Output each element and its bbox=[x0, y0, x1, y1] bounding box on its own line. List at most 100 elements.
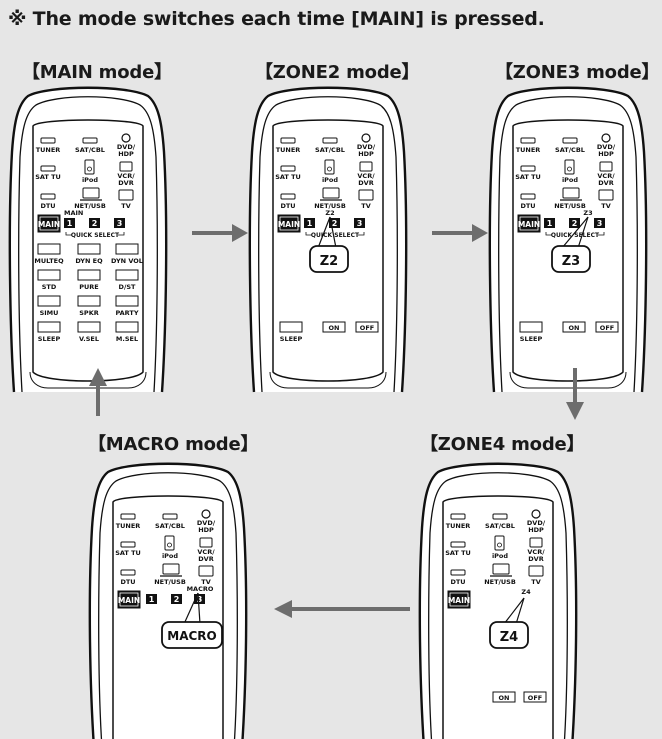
ipod-label: iPod bbox=[82, 176, 98, 184]
main-button-label: MAIN bbox=[448, 596, 470, 605]
sattu-label: SAT TU bbox=[445, 549, 471, 557]
netusb-label: NET/USB bbox=[74, 202, 106, 210]
macro-callout: MACRO bbox=[167, 629, 216, 643]
tuner-label: TUNER bbox=[276, 146, 301, 154]
dvd-label-2: HDP bbox=[528, 526, 544, 534]
quick-2: 2 bbox=[332, 219, 338, 228]
netusb-label: NET/USB bbox=[154, 578, 186, 586]
vcr-label-2: DVR bbox=[358, 179, 373, 187]
ipod-label: iPod bbox=[162, 552, 178, 560]
dvd-label-2: HDP bbox=[118, 150, 134, 158]
tuner-label: TUNER bbox=[446, 522, 471, 530]
on-label: ON bbox=[499, 694, 510, 702]
off-label: OFF bbox=[600, 324, 614, 332]
tuner-label: TUNER bbox=[116, 522, 141, 530]
quick-1: 1 bbox=[547, 219, 553, 228]
z2-callout: Z2 bbox=[320, 254, 338, 269]
remote-main-mode: TUNER SAT/CBL DVD/ HDP SAT TU iPod VCR/ … bbox=[8, 86, 168, 393]
quick-3: 3 bbox=[117, 219, 123, 228]
z2-indicator: Z2 bbox=[325, 209, 334, 217]
sattu-label: SAT TU bbox=[515, 173, 541, 181]
macro-1: 1 bbox=[149, 595, 155, 604]
quick-select-label: QUICK SELECT bbox=[551, 232, 600, 239]
std-label: STD bbox=[42, 283, 57, 291]
tv-label: TV bbox=[121, 202, 130, 210]
arrow-right-to-zone2 bbox=[192, 224, 248, 242]
msel-label: M.SEL bbox=[116, 335, 138, 343]
dvd-label-1: DVD/ bbox=[357, 143, 376, 151]
main-indicator: MAIN bbox=[64, 209, 83, 217]
tuner-label: TUNER bbox=[36, 146, 61, 154]
macro-2: 2 bbox=[174, 595, 180, 604]
instruction-header: ※ The mode switches each time [MAIN] is … bbox=[8, 8, 545, 30]
vcr-label-2: DVR bbox=[118, 179, 133, 187]
zone2-mode-label: 【ZONE2 mode】 bbox=[255, 62, 420, 83]
quick-2: 2 bbox=[92, 219, 98, 228]
vcr-label-2: DVR bbox=[198, 555, 213, 563]
off-label: OFF bbox=[360, 324, 374, 332]
quick-select-label: QUICK SELECT bbox=[71, 232, 120, 239]
macro-3: 3 bbox=[197, 595, 203, 604]
vcr-label-2: DVR bbox=[598, 179, 613, 187]
dtu-label: DTU bbox=[280, 202, 295, 210]
main-mode-label: 【MAIN mode】 bbox=[22, 62, 172, 83]
tv-label: TV bbox=[201, 578, 210, 586]
satcbl-label: SAT/CBL bbox=[485, 522, 515, 530]
ipod-label: iPod bbox=[562, 176, 578, 184]
satcbl-label: SAT/CBL bbox=[75, 146, 105, 154]
zone3-mode-label: 【ZONE3 mode】 bbox=[495, 62, 660, 83]
netusb-label: NET/USB bbox=[554, 202, 586, 210]
party-label: PARTY bbox=[115, 309, 138, 317]
dtu-label: DTU bbox=[40, 202, 55, 210]
z3-indicator: Z3 bbox=[583, 209, 592, 217]
satcbl-label: SAT/CBL bbox=[315, 146, 345, 154]
vcr-label-1: VCR/ bbox=[197, 548, 215, 556]
main-button-label: MAIN bbox=[518, 220, 540, 229]
satcbl-label: SAT/CBL bbox=[555, 146, 585, 154]
multeq-label: MULTEQ bbox=[34, 257, 64, 265]
sleep-label: SLEEP bbox=[520, 335, 543, 343]
main-button-label: MAIN bbox=[118, 596, 140, 605]
tuner-label: TUNER bbox=[516, 146, 541, 154]
vcr-label-1: VCR/ bbox=[117, 172, 135, 180]
quick-2: 2 bbox=[572, 219, 578, 228]
z4-indicator: Z4 bbox=[521, 588, 531, 596]
macro-mode-label: 【MACRO mode】 bbox=[88, 434, 259, 455]
on-label: ON bbox=[569, 324, 580, 332]
z3-callout: Z3 bbox=[562, 254, 580, 269]
remote-zone3-mode: TUNER SAT/CBL DVD/ HDP SAT TU iPod VCR/ … bbox=[488, 86, 648, 393]
dvd-label-1: DVD/ bbox=[597, 143, 616, 151]
dst-label: D/ST bbox=[119, 283, 136, 291]
dvd-label-1: DVD/ bbox=[197, 519, 216, 527]
tv-label: TV bbox=[531, 578, 540, 586]
quick-select-label: QUICK SELECT bbox=[311, 232, 360, 239]
vcr-label-1: VCR/ bbox=[357, 172, 375, 180]
ipod-label: iPod bbox=[322, 176, 338, 184]
main-button-label: MAIN bbox=[38, 220, 60, 229]
dvd-label-1: DVD/ bbox=[527, 519, 546, 527]
remote-zone4-mode: TUNER SAT/CBL DVD/ HDP SAT TU iPod VCR/ … bbox=[418, 462, 578, 739]
zone4-mode-label: 【ZONE4 mode】 bbox=[420, 434, 585, 455]
arrow-right-to-zone3 bbox=[432, 224, 488, 242]
quick-1: 1 bbox=[67, 219, 73, 228]
sleep-label: SLEEP bbox=[38, 335, 61, 343]
dvd-label-2: HDP bbox=[358, 150, 374, 158]
simu-label: SIMU bbox=[40, 309, 59, 317]
netusb-label: NET/USB bbox=[314, 202, 346, 210]
sattu-label: SAT TU bbox=[115, 549, 141, 557]
main-button-label: MAIN bbox=[278, 220, 300, 229]
dyneq-label: DYN EQ bbox=[75, 257, 103, 265]
remote-zone2-mode: TUNER SAT/CBL DVD/ HDP SAT TU iPod VCR/ … bbox=[248, 86, 408, 393]
dtu-label: DTU bbox=[120, 578, 135, 586]
remote-macro-mode: TUNER SAT/CBL DVD/ HDP SAT TU iPod VCR/ … bbox=[88, 462, 248, 739]
tv-label: TV bbox=[361, 202, 370, 210]
on-label: ON bbox=[329, 324, 340, 332]
z4-callout: Z4 bbox=[500, 630, 518, 645]
vcr-label-1: VCR/ bbox=[597, 172, 615, 180]
satcbl-label: SAT/CBL bbox=[155, 522, 185, 530]
dvd-label-2: HDP bbox=[598, 150, 614, 158]
sleep-label: SLEEP bbox=[280, 335, 303, 343]
ipod-label: iPod bbox=[492, 552, 508, 560]
sattu-label: SAT TU bbox=[275, 173, 301, 181]
dtu-label: DTU bbox=[520, 202, 535, 210]
